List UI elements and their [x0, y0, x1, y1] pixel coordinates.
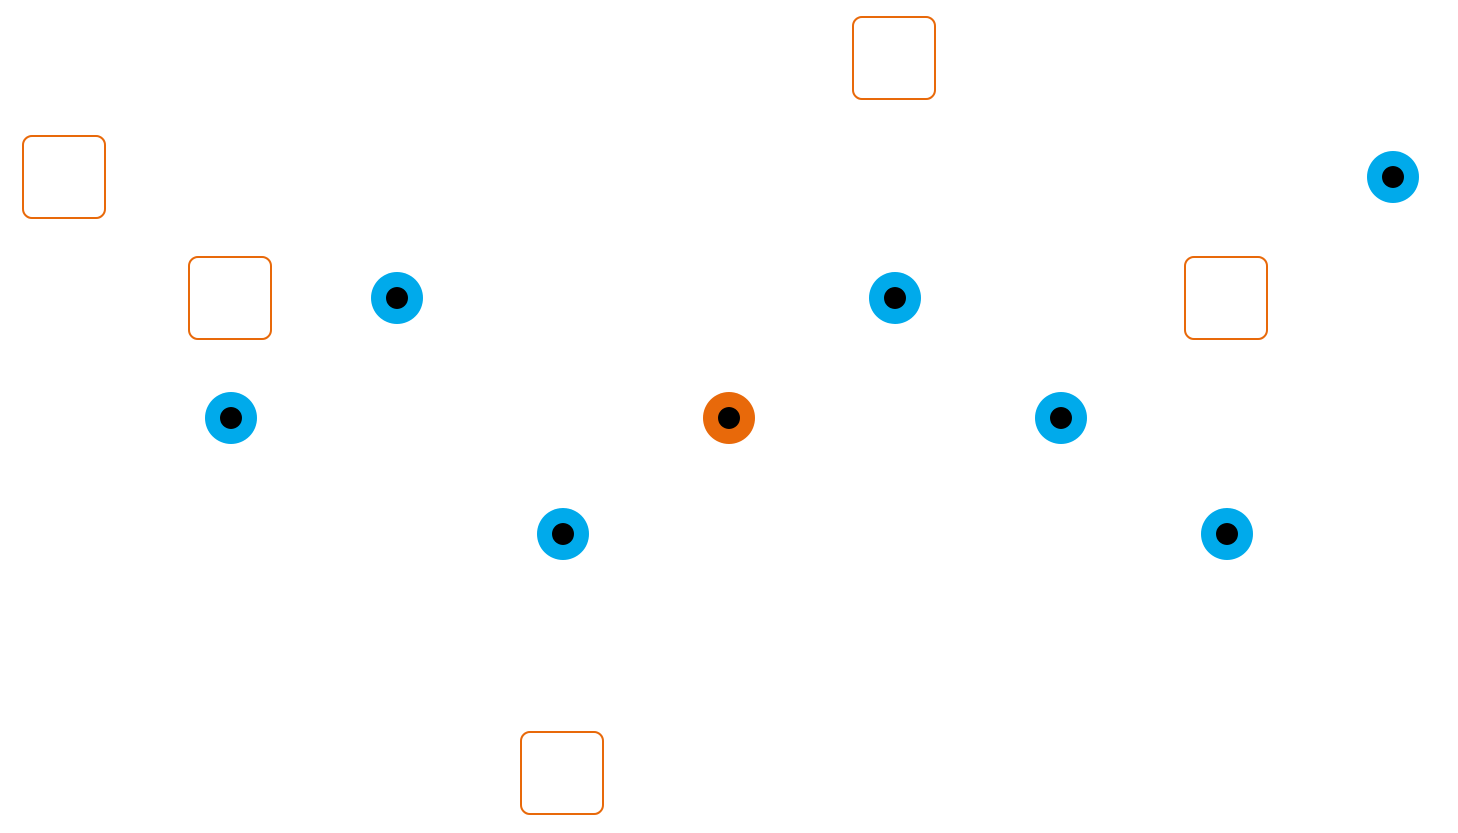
- dot-center-icon: [552, 523, 574, 545]
- empty-tile[interactable]: [520, 731, 604, 815]
- dot-center-icon: [1382, 166, 1404, 188]
- dot-center-icon: [884, 287, 906, 309]
- empty-tile[interactable]: [188, 256, 272, 340]
- dot-center-icon: [220, 407, 242, 429]
- dot-center-icon: [1216, 523, 1238, 545]
- empty-tile[interactable]: [1184, 256, 1268, 340]
- blue-dot[interactable]: [371, 272, 423, 324]
- dot-center-icon: [1050, 407, 1072, 429]
- blue-dot[interactable]: [1367, 151, 1419, 203]
- blue-dot[interactable]: [869, 272, 921, 324]
- empty-tile[interactable]: [852, 16, 936, 100]
- dot-center-icon: [718, 407, 740, 429]
- orange-dot[interactable]: [703, 392, 755, 444]
- blue-dot[interactable]: [537, 508, 589, 560]
- empty-tile[interactable]: [22, 135, 106, 219]
- blue-dot[interactable]: [1035, 392, 1087, 444]
- blue-dot[interactable]: [1201, 508, 1253, 560]
- dot-center-icon: [386, 287, 408, 309]
- blue-dot[interactable]: [205, 392, 257, 444]
